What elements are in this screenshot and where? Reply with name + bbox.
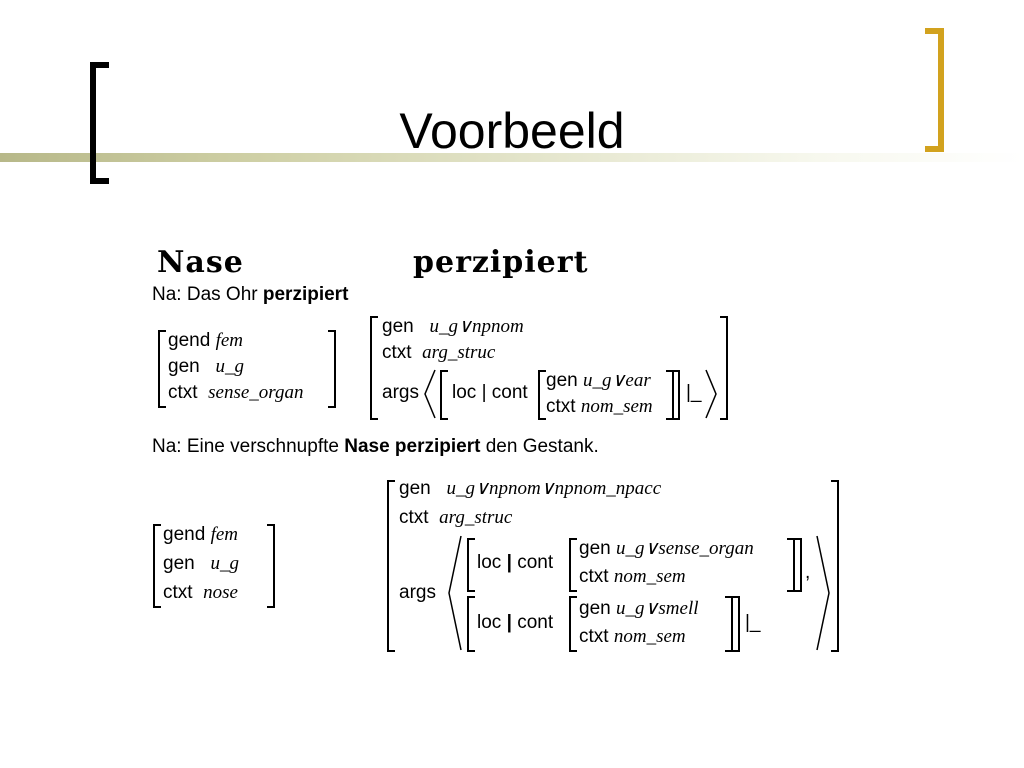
fs-perz1-cont-open-bracket [538,370,546,420]
sentence-2-prefix: Na: Eine verschnupfte [152,436,345,457]
fs-perz2-gen-row: gen u_g∨npnom∨npnom_npacc [399,478,662,499]
fs-perz2-angle-open [448,535,462,651]
heading-perzipiert: perzipiert [413,245,589,280]
fs-perz1-angle-close [705,369,717,419]
right-bracket-decoration [925,28,944,152]
fs-perz2-ctxt-row: ctxt arg_struc [399,507,513,528]
feature-structure-nase: gend fem gen u_g ctxt nose [153,522,278,610]
sentence-2-bold: Nase perzipiert [344,436,481,457]
fs-perz1-args-label: args [382,382,419,403]
fs-perz2-arg1-open-bracket [467,538,475,592]
fs-perz2-arg2-gen-row: gen u_g∨smell [579,598,699,619]
fs-perz2-arg2-cont-open-bracket [569,596,577,652]
fs-perz2-arg1-cont-close-bracket [787,538,795,592]
fs-perz1-angle-open [424,369,436,419]
feature-structure-perzipiert-2: gen u_g∨npnom∨npnom_npacc ctxt arg_struc… [387,476,842,654]
fs-perz2-arg1-cont-open-bracket [569,538,577,592]
fs-perz2-arg1-close-bracket [794,538,802,592]
fs-perz2-arg2-loc-cont: loc | cont [477,612,554,633]
fs-perz1-tail: |_ [686,382,702,403]
fs-nase-close-bracket [267,524,275,608]
fs-nase-open-bracket [153,524,161,608]
fs-perz1-inner-ctxt-row: ctxt nom_sem [546,396,653,417]
fs-perz1-open-bracket [370,316,378,420]
feature-structure-ohr: gend fem gen u_g ctxt sense_organ [158,328,338,410]
fs-ohr-gend-row: gend fem [168,330,243,351]
fs-perz1-close-bracket [720,316,728,420]
fs-perz1-cont-close-bracket [666,370,674,420]
fs-ohr-gen-row: gen u_g [168,356,245,377]
example-sentence-1: Na: Das Ohr perzipiert [152,283,348,307]
fs-perz2-tail: |_ [745,612,761,633]
fs-perz2-arg2-open-bracket [467,596,475,652]
fs-perz2-angle-close [816,535,830,651]
fs-ohr-ctxt-row: ctxt sense_organ [168,382,304,403]
fs-perz2-arg2-close-bracket [732,596,740,652]
fs-perz2-arg1-ctxt-row: ctxt nom_sem [579,566,686,587]
fs-perz2-args-label: args [399,582,436,603]
feature-structure-perzipiert-1: gen u_g∨npnom ctxt arg_struc args loc | … [370,314,735,422]
fs-perz1-inner-gen-row: gen u_g∨ear [546,370,651,391]
fs-perz2-open-bracket [387,480,395,652]
example-sentence-2: Na: Eine verschnupfte Nase perzipiert de… [152,435,599,459]
fs-perz2-arg-comma: , [805,562,811,583]
title-accent-bar [0,153,1024,162]
fs-perz1-arg-close-bracket [672,370,680,420]
fs-ohr-close-bracket [328,330,336,408]
sentence-1-verb: perzipiert [262,284,349,305]
fs-perz1-loc-cont: loc | cont [452,382,528,403]
slide-title: Voorbeeld [399,103,625,159]
fs-perz1-arg-open-bracket [440,370,448,420]
fs-nase-gend-row: gend fem [163,524,238,545]
fs-nase-gen-row: gen u_g [163,553,240,574]
fs-nase-ctxt-row: ctxt nose [163,582,238,603]
fs-perz2-arg2-cont-close-bracket [725,596,733,652]
fs-perz1-gen-row: gen u_g∨npnom [382,316,524,337]
fs-perz2-arg2-ctxt-row: ctxt nom_sem [579,626,686,647]
fs-perz2-arg1-loc-cont: loc | cont [477,552,554,573]
left-bracket-decoration [90,62,109,184]
heading-nase: Nase [157,245,244,280]
fs-perz1-ctxt-row: ctxt arg_struc [382,342,496,363]
fs-perz2-close-bracket [831,480,839,652]
fs-ohr-open-bracket [158,330,166,408]
fs-perz2-arg1-gen-row: gen u_g∨sense_organ [579,538,754,559]
sentence-2-suffix: den Gestank. [480,436,599,457]
sentence-1-prefix: Na: Das Ohr [152,284,263,305]
